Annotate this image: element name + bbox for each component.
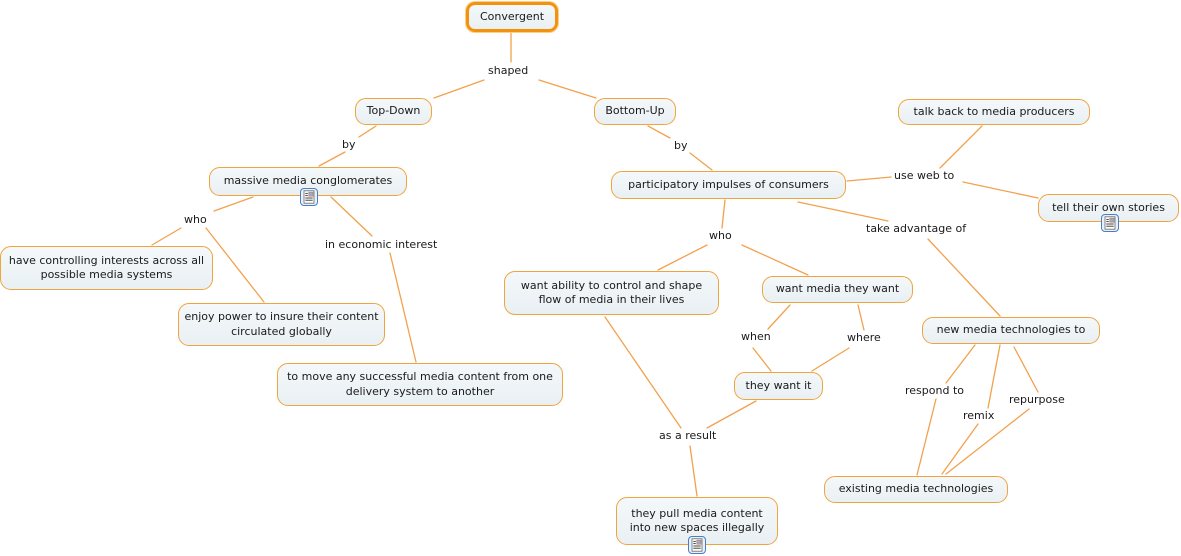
connector-line bbox=[939, 125, 983, 169]
connector-line bbox=[916, 398, 937, 476]
connector-line bbox=[741, 244, 809, 276]
concept-node-they-want-it[interactable]: they want it bbox=[734, 372, 823, 400]
link-label-when[interactable]: when bbox=[741, 330, 771, 343]
node-label: they want it bbox=[745, 378, 812, 392]
connector-line bbox=[647, 125, 671, 139]
node-label: they pull media content into new spaces … bbox=[629, 506, 765, 534]
link-label-who-left[interactable]: who bbox=[184, 213, 207, 226]
resource-icon[interactable] bbox=[688, 536, 706, 554]
concept-node-want-ability-control[interactable]: want ability to control and shape flow o… bbox=[504, 271, 719, 315]
connector-line bbox=[797, 201, 889, 222]
link-label-take-advantage-of[interactable]: take advantage of bbox=[866, 222, 967, 235]
resource-icon[interactable] bbox=[300, 188, 318, 206]
connector-line bbox=[811, 347, 850, 372]
concept-node-new-media-technologies[interactable]: new media technologies to bbox=[922, 317, 1100, 344]
link-label-remix[interactable]: remix bbox=[963, 409, 995, 422]
concept-node-existing-media-technologies[interactable]: existing media technologies bbox=[824, 476, 1008, 503]
connector-line bbox=[389, 252, 417, 363]
connector-line bbox=[689, 445, 698, 497]
link-label-where[interactable]: where bbox=[847, 331, 881, 344]
connector-line bbox=[689, 152, 713, 171]
node-label: participatory impulses of consumers bbox=[628, 177, 829, 191]
link-label-as-a-result[interactable]: as a result bbox=[659, 429, 717, 442]
connector-line bbox=[433, 79, 485, 99]
connector-line bbox=[538, 79, 597, 99]
connector-line bbox=[604, 316, 682, 429]
link-label-who-right[interactable]: who bbox=[709, 229, 732, 242]
node-label: Convergent bbox=[479, 9, 545, 23]
resource-icon[interactable] bbox=[1101, 214, 1119, 232]
connector-line bbox=[330, 196, 373, 237]
connector-line bbox=[962, 181, 1039, 199]
connector-line bbox=[941, 423, 979, 475]
link-label-by-left[interactable]: by bbox=[342, 138, 356, 151]
link-label-respond-to[interactable]: respond to bbox=[905, 384, 964, 397]
connector-line bbox=[721, 199, 726, 229]
concept-node-convergent[interactable]: Convergent bbox=[466, 2, 558, 32]
concept-node-controlling-interests[interactable]: have controlling interests across all po… bbox=[0, 246, 213, 290]
concept-node-want-media-they-want[interactable]: want media they want bbox=[762, 276, 913, 303]
connector-line bbox=[927, 238, 1001, 317]
connector-line bbox=[987, 344, 1001, 409]
node-label: want media they want bbox=[775, 282, 900, 296]
concept-node-participatory-impulses[interactable]: participatory impulses of consumers bbox=[611, 171, 846, 199]
node-label: enjoy power to insure their content circ… bbox=[184, 310, 379, 338]
connector-line bbox=[857, 304, 865, 331]
connector-line bbox=[706, 400, 757, 429]
link-label-by-right[interactable]: by bbox=[674, 139, 688, 152]
connector-line bbox=[752, 347, 772, 372]
node-label: massive media conglomerates bbox=[223, 174, 393, 188]
node-label: tell their own stories bbox=[1052, 200, 1165, 214]
connector-line bbox=[151, 227, 182, 246]
connector-line bbox=[358, 125, 377, 138]
link-label-in-economic-interest[interactable]: in economic interest bbox=[325, 238, 438, 251]
connector-line bbox=[205, 227, 265, 303]
node-label: to move any successful media content fro… bbox=[287, 370, 553, 398]
connector-line bbox=[1013, 346, 1039, 393]
connector-line bbox=[318, 151, 346, 167]
connector-line bbox=[213, 196, 254, 212]
connector-line bbox=[657, 244, 708, 271]
link-label-use-web-to[interactable]: use web to bbox=[894, 169, 955, 182]
node-label: talk back to media producers bbox=[913, 104, 1075, 118]
node-label: want ability to control and shape flow o… bbox=[520, 278, 703, 306]
concept-node-talk-back[interactable]: talk back to media producers bbox=[898, 99, 1090, 125]
concept-node-enjoy-power[interactable]: enjoy power to insure their content circ… bbox=[178, 303, 385, 346]
connector-line bbox=[846, 176, 892, 182]
link-label-repurpose[interactable]: repurpose bbox=[1009, 393, 1065, 406]
connector-line bbox=[945, 344, 976, 384]
concept-node-move-media-content[interactable]: to move any successful media content fro… bbox=[277, 363, 563, 406]
node-label: Bottom-Up bbox=[605, 104, 665, 118]
node-label: have controlling interests across all po… bbox=[8, 253, 205, 281]
node-label: new media technologies to bbox=[936, 323, 1086, 337]
connector-line bbox=[767, 304, 791, 330]
concept-node-top-down[interactable]: Top-Down bbox=[355, 98, 432, 125]
concept-node-bottom-up[interactable]: Bottom-Up bbox=[594, 98, 676, 125]
node-label: existing media technologies bbox=[838, 482, 994, 496]
link-label-shaped[interactable]: shaped bbox=[488, 64, 529, 77]
node-label: Top-Down bbox=[366, 104, 421, 118]
